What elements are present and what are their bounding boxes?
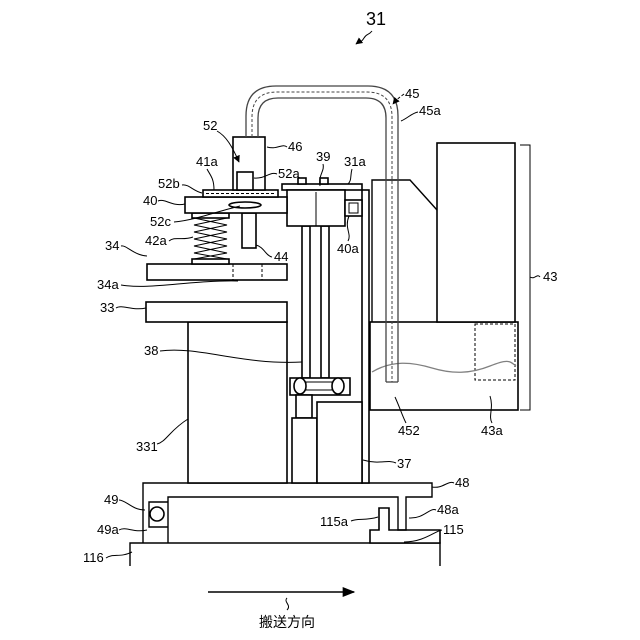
reference-numeral: 452 [398, 423, 420, 438]
base-rail [130, 543, 440, 566]
tank-upper [437, 143, 515, 322]
reference-numeral: 48 [455, 475, 469, 490]
reference-numeral: 52 [203, 118, 217, 133]
upper-plate [147, 264, 287, 280]
leader-line [106, 552, 132, 558]
reference-numeral: 40a [337, 241, 359, 256]
reference-numeral: 34 [105, 238, 119, 253]
figure-number: 31 [366, 9, 386, 29]
reference-numeral: 37 [397, 456, 411, 471]
reference-numeral: 44 [274, 249, 288, 264]
reference-numeral: 46 [288, 139, 302, 154]
leader-line [432, 482, 454, 487]
direction-label-leader [286, 598, 289, 610]
leader-line [256, 245, 272, 257]
reference-numeral: 39 [316, 149, 330, 164]
figure-arrow [356, 31, 372, 44]
reference-numeral: 116 [83, 550, 104, 565]
reference-numeral: 52a [278, 166, 300, 181]
leader-line [348, 169, 352, 184]
leader-line [351, 517, 378, 521]
tank-connector [372, 180, 437, 322]
reference-numeral: 48a [437, 502, 459, 517]
reference-numeral: 331 [136, 439, 158, 454]
frame-column [362, 190, 369, 483]
reference-numeral: 38 [144, 343, 158, 358]
base-body [188, 322, 287, 483]
reference-numeral: 41a [196, 154, 218, 169]
leader-line [116, 307, 146, 309]
leader-line [121, 281, 238, 286]
reference-numeral: 49 [104, 492, 118, 507]
coupling-spool-right [332, 378, 344, 394]
shaft-pin [242, 213, 256, 248]
leader-line [347, 216, 349, 241]
reference-numeral: 45a [419, 103, 441, 118]
guide-rod-left [302, 226, 310, 378]
reference-numeral: 43 [543, 269, 557, 284]
reference-numeral: 33 [100, 300, 114, 315]
leader-line [207, 169, 214, 190]
leader-line [158, 200, 185, 204]
leader-line [169, 237, 193, 241]
reference-numeral: 115 [443, 522, 464, 537]
reference-numeral: 115a [320, 514, 349, 529]
bracket-line [520, 145, 530, 410]
reference-numeral: 42a [145, 233, 167, 248]
leader-line [409, 510, 436, 519]
top-bracket-plate [282, 184, 362, 190]
reference-numeral: 52b [158, 176, 180, 191]
reference-numeral: 43a [481, 423, 503, 438]
reference-numeral: 34a [97, 277, 119, 292]
reference-numeral: 49a [97, 522, 119, 537]
coupling-spool-left [294, 378, 306, 394]
reference-numeral: 40 [143, 193, 157, 208]
direction-label: 搬送方向 [259, 615, 315, 631]
reference-numeral: 45 [405, 86, 419, 101]
reference-numeral: 31a [344, 154, 366, 169]
guide-rod-right [321, 226, 329, 378]
leader-line [119, 500, 145, 510]
cylinder-inner-block [237, 172, 253, 190]
link-shaft [296, 395, 312, 418]
leader-line [530, 276, 540, 278]
container-lower [370, 322, 518, 410]
spring-seat-bottom [192, 259, 229, 264]
motor [317, 402, 362, 483]
bracket-pin-right [320, 178, 328, 184]
leader-line [121, 246, 147, 256]
drive-block [292, 418, 317, 483]
side-knob [345, 200, 362, 216]
reference-numeral: 52c [150, 214, 171, 229]
rail-block [370, 508, 440, 543]
leader-line [401, 112, 418, 121]
leader-line [182, 185, 202, 193]
leader-line [157, 419, 188, 444]
leader-line [267, 146, 287, 148]
bearing-roller [150, 507, 164, 521]
middle-plate [146, 302, 287, 322]
